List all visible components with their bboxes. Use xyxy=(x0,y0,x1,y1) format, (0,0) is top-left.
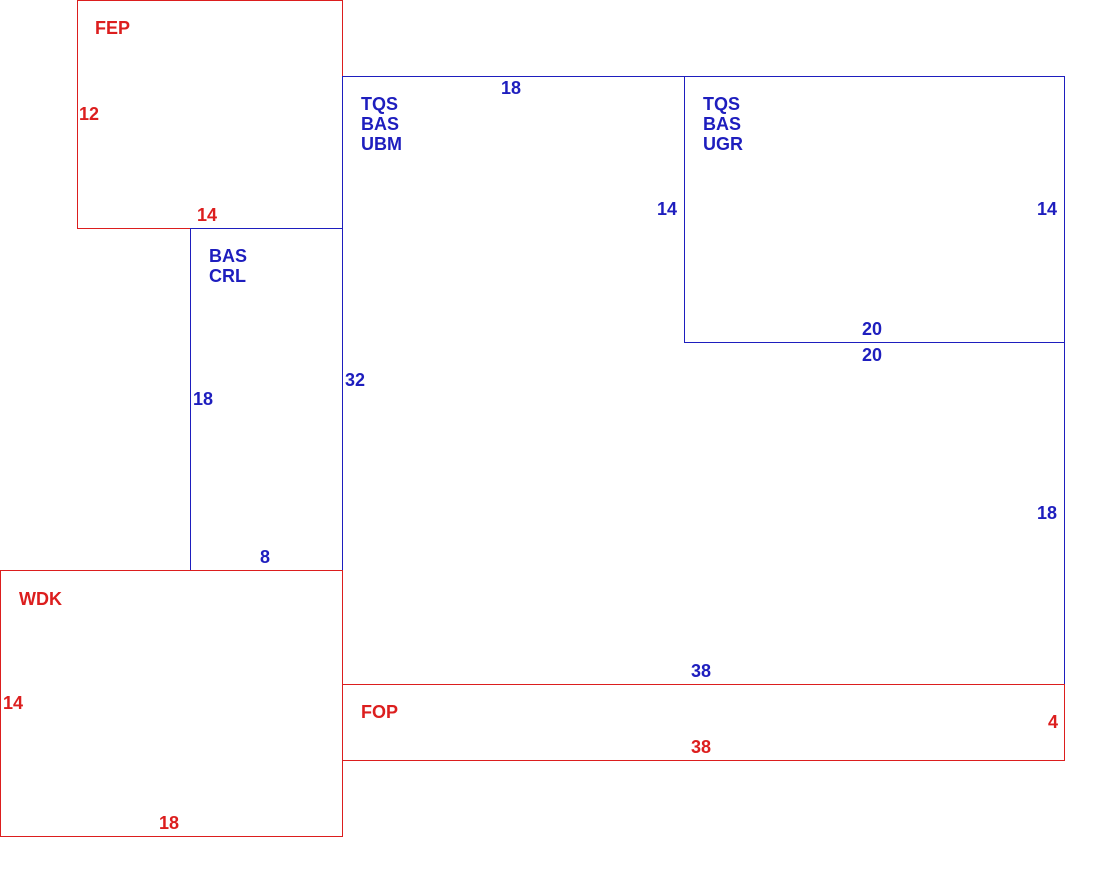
room-wdk-outline[interactable] xyxy=(0,570,343,837)
room-crl-dimension-bottom: 8 xyxy=(260,547,271,567)
room-ugr-dimension-bottom: 20 xyxy=(862,319,883,339)
room-ubm-code: TQS xyxy=(361,94,399,114)
room-wdk-dimension-left: 14 xyxy=(3,693,24,713)
room-fop-dimension-right: 4 xyxy=(1048,712,1059,732)
room-ugr-code: BAS xyxy=(703,114,742,134)
room-fep-dimension-left: 12 xyxy=(79,104,100,124)
room-ubm-dimension-bottom: 38 xyxy=(691,661,712,681)
room-ubm-dimension-notch-horizontal: 20 xyxy=(862,345,883,365)
room-wdk-name: WDK xyxy=(19,589,62,609)
room-ugr-code: UGR xyxy=(703,134,743,154)
room-ubm-dimension-left: 32 xyxy=(345,370,366,390)
room-ubm-code: BAS xyxy=(361,114,400,134)
room-wdk-dimension-bottom: 18 xyxy=(159,813,180,833)
room-crl-code: CRL xyxy=(209,266,246,286)
room-ugr-outline[interactable] xyxy=(684,76,1065,343)
room-fep-dimension-bottom: 14 xyxy=(197,205,218,225)
room-fop-outline[interactable] xyxy=(342,684,1065,761)
room-crl-code: BAS xyxy=(209,246,248,266)
room-ugr-dimension-right: 14 xyxy=(1037,199,1058,219)
room-ugr-code: TQS xyxy=(703,94,741,114)
room-ugr-code-block: TQS BAS UGR xyxy=(703,94,743,154)
room-ubm-code: UBM xyxy=(361,134,402,154)
room-ubm-dimension-top: 18 xyxy=(501,78,522,98)
room-ubm-dimension-right: 18 xyxy=(1037,503,1058,523)
room-crl-dimension-left: 18 xyxy=(193,389,214,409)
room-fop-dimension-bottom: 38 xyxy=(691,737,712,757)
room-ubm-code-block: TQS BAS UBM xyxy=(361,94,402,154)
room-crl-code-block: BAS CRL xyxy=(209,246,247,286)
room-ubm-dimension-notch-vertical: 14 xyxy=(657,199,678,219)
room-fop-name: FOP xyxy=(361,702,399,722)
room-fep-name: FEP xyxy=(95,18,131,38)
